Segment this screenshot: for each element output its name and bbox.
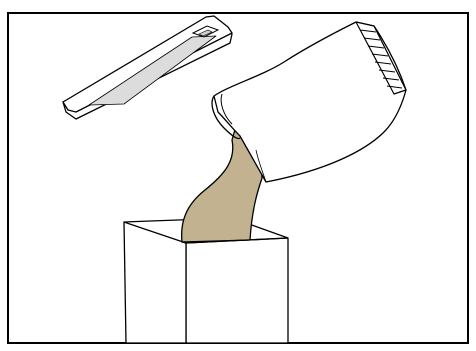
box-front-face	[124, 222, 186, 343]
box-right-face	[186, 238, 288, 343]
